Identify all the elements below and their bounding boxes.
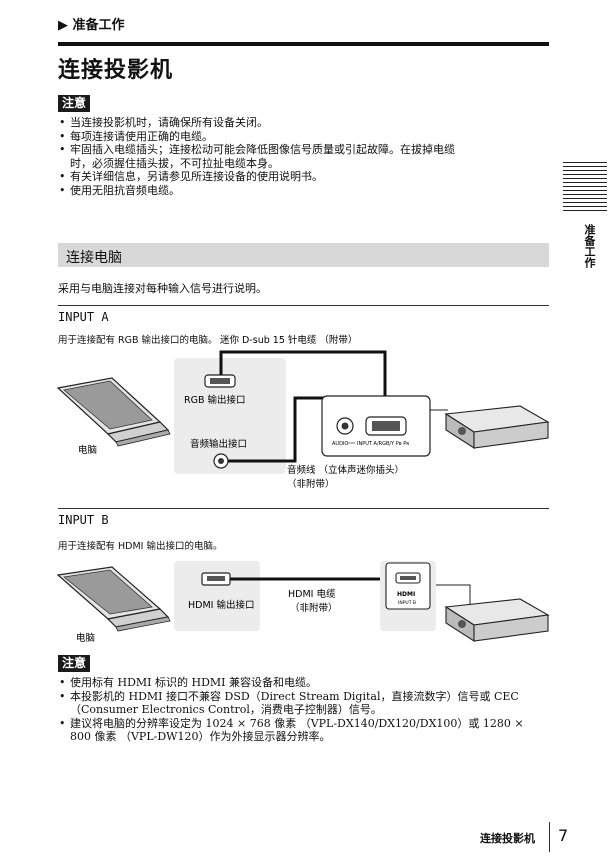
note-badge: 注意 [58,655,91,672]
audio-cable-label-2: （非附带） [287,478,335,490]
laptop-icon [56,566,171,632]
header-rule [58,42,549,46]
footer-section-title: 连接投影机 [480,832,535,845]
rgb-port-label: RGB 输出接口 [184,394,246,406]
vga-port-icon [204,374,236,388]
input-b-diagram: 电脑 HDMI 输出接口 HDMI 电缆 （非附带） HDMI INPUT B [56,561,550,644]
side-tab: 准备工作 [563,162,607,268]
computer-label: 电脑 [78,444,97,456]
note-item-continuation: 800 像素 （VPL-DW120）作为外接显示器分辨率。 [70,730,331,743]
page-title: 连接投影机 [58,58,174,83]
note-item-continuation: 时，必须握住插头拔，不可拉扯电缆本身。 [70,156,279,170]
note-list: 当连接投影机时，请确保所有设备关闭。 每项连接请使用正确的电缆。 牢固插入电缆插… [58,116,548,197]
breadcrumb-arrow-icon: ▶ [58,18,68,33]
note-item: 使用标有 HDMI 标识的 HDMI 兼容设备和电缆。 [58,676,553,690]
leader-line [436,584,471,605]
footer-rule [549,822,550,852]
note-item: 建议将电脑的分辨率设定为 1024 × 768 像素 （VPL-DX140/DX… [58,717,553,731]
hdmi-cable-label-1: HDMI 电缆 [288,588,336,600]
section-title: 连接电脑 [66,250,122,266]
side-tab-label: 准备工作 [583,224,596,268]
projector-audio-label: AUDIO [332,441,348,447]
note-item: 本投影机的 HDMI 接口不兼容 DSD（Direct Stream Digit… [58,690,553,704]
computer-label: 电脑 [76,632,95,644]
projector-input-b-label: INPUT B [398,600,416,606]
projector-icon [444,405,550,450]
note-item: 使用无阻抗音频电缆。 [58,184,548,198]
audio-cable-label-1: 音频线 （立体声迷你插头） [287,464,404,476]
section-band [58,243,549,267]
note-badge: 注意 [58,95,91,112]
note-list: 使用标有 HDMI 标识的 HDMI 兼容设备和电缆。 本投影机的 HDMI 接… [58,676,553,744]
input-a-diagram: 电脑 RGB 输出接口 音频输出接口 迷你 D-sub 15 针电缆 （附带） … [56,334,550,490]
vga-cable-label: 迷你 D-sub 15 针电缆 （附带） [220,334,357,346]
side-tab-stripes [563,162,607,214]
vga-cable [219,350,387,418]
section-intro: 采用与电脑连接对每种输入信号进行说明。 [58,282,267,295]
note-item: 有关详细信息，另请参见所连接设备的使用说明书。 [58,170,548,184]
laptop-icon [56,377,171,447]
hdmi-port-label: HDMI 输出接口 [188,599,254,611]
note-item-continuation: （Consumer Electronics Control，消费电子控制器）信号… [70,703,382,716]
input-b-rule [58,508,549,509]
computer-hdmi-panel [174,561,260,631]
computer-port-panel [174,358,286,474]
breadcrumb: ▶ 准备工作 [58,14,125,33]
projector-input-a-label: INPUT A/RGB/Y Pʙ Pʀ [357,441,409,447]
breadcrumb-text: 准备工作 [72,18,125,33]
projector-icon [444,598,550,643]
hdmi-port-icon [201,572,231,586]
projector-hdmi-port-icon [395,572,421,584]
input-a-label: INPUT A [58,310,109,324]
input-b-label: INPUT B [58,513,109,527]
note-item: 每项连接请使用正确的电缆。 [58,130,548,144]
input-a-rule [58,305,549,306]
projector-vga-port-icon [365,416,407,436]
note-item: 当连接投影机时，请确保所有设备关闭。 [58,116,548,130]
input-b-description: 用于连接配有 HDMI 输出接口的电脑。 [58,541,223,552]
hdmi-logo: HDMI [397,591,415,598]
page-number: 7 [558,826,569,845]
note-item: 牢固插入电缆插头；连接松动可能会降低图像信号质量或引起故障。在拔掉电缆 [58,143,548,157]
input-a-description: 用于连接配有 RGB 输出接口的电脑。 [58,335,218,346]
hdmi-cable-label-2: （非附带） [290,602,338,614]
audio-port-label: 音频输出接口 [190,438,247,450]
